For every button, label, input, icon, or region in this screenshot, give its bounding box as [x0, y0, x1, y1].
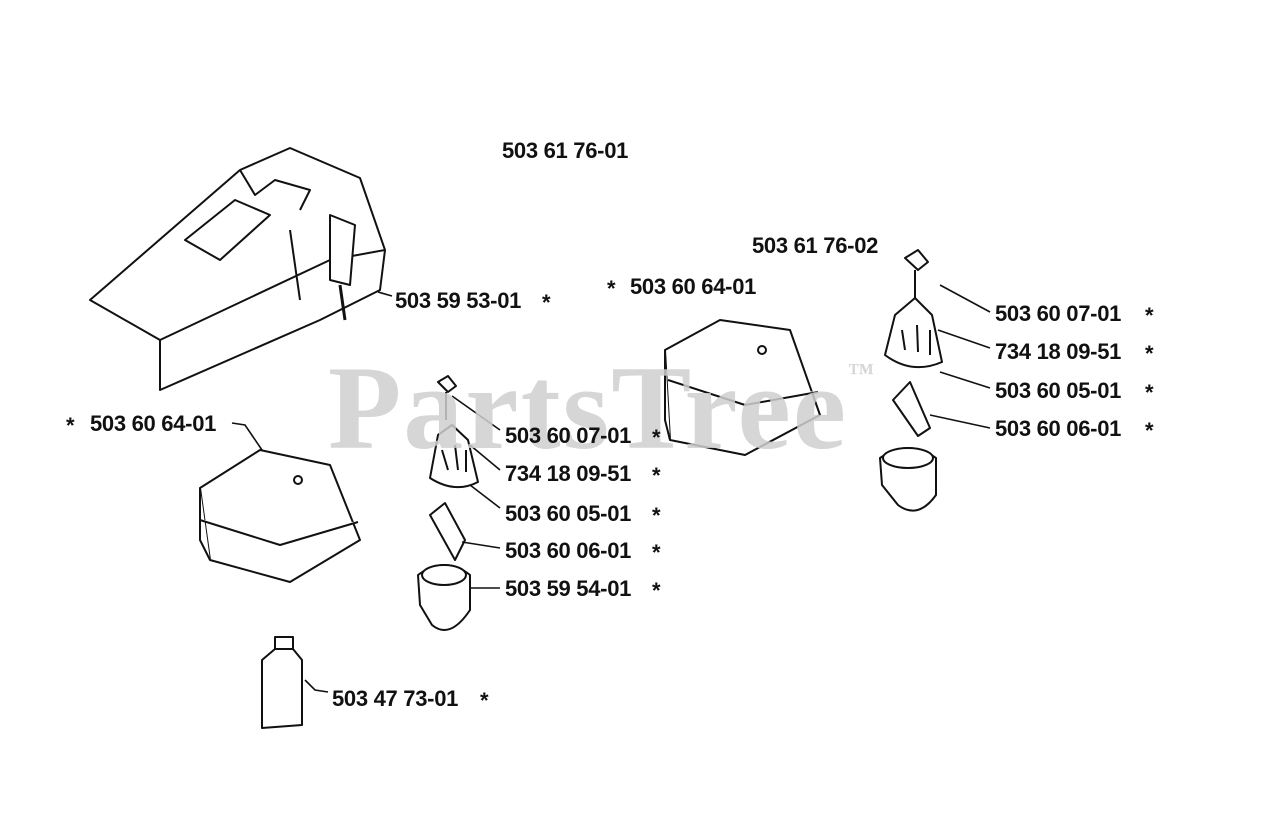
asterisk: *: [480, 688, 489, 713]
asterisk: *: [652, 463, 661, 488]
part-label-503-59-53-01[interactable]: 503 59 53-01: [395, 288, 522, 313]
carrying-case-drawing: [89, 147, 386, 391]
filter-cover-left-drawing: [199, 449, 361, 583]
watermark: PartsTree™: [328, 341, 876, 474]
part-label-503-60-07-01-right[interactable]: 503 60 07-01: [995, 301, 1122, 326]
part-label-734-18-09-51-left[interactable]: 734 18 09-51: [505, 461, 632, 486]
part-label-503-47-73-01[interactable]: 503 47 73-01: [332, 686, 459, 711]
part-label-503-60-64-01-left[interactable]: 503 60 64-01: [90, 411, 217, 436]
asterisk: *: [1145, 303, 1154, 328]
kit-label-1[interactable]: 503 61 76-01: [502, 138, 629, 163]
asterisk: *: [652, 425, 661, 450]
asterisk: *: [1145, 341, 1154, 366]
filter-cover-center-drawing: [664, 319, 821, 456]
part-label-734-18-09-51-right[interactable]: 734 18 09-51: [995, 339, 1122, 364]
part-label-503-60-07-01-left[interactable]: 503 60 07-01: [505, 423, 632, 448]
part-label-503-60-05-01-left[interactable]: 503 60 05-01: [505, 501, 632, 526]
asterisk: *: [542, 290, 551, 315]
oil-bottle-drawing: [261, 636, 303, 729]
part-label-503-60-06-01-right[interactable]: 503 60 06-01: [995, 416, 1122, 441]
asterisk: *: [652, 503, 661, 528]
part-label-503-59-54-01[interactable]: 503 59 54-01: [505, 576, 632, 601]
kit-label-2[interactable]: 503 61 76-02: [752, 233, 879, 258]
asterisk: *: [1145, 418, 1154, 443]
carb-parts-right-drawing: [879, 249, 943, 512]
asterisk: *: [607, 276, 616, 301]
asterisk: *: [652, 540, 661, 565]
part-label-503-60-06-01-left[interactable]: 503 60 06-01: [505, 538, 632, 563]
asterisk: *: [652, 578, 661, 603]
leader-lines: [231, 284, 991, 693]
part-label-503-60-64-01-center[interactable]: 503 60 64-01: [630, 274, 757, 299]
asterisk: *: [1145, 380, 1154, 405]
carb-parts-left-drawing: [417, 375, 479, 631]
asterisk: *: [66, 413, 75, 438]
part-label-503-60-05-01-right[interactable]: 503 60 05-01: [995, 378, 1122, 403]
